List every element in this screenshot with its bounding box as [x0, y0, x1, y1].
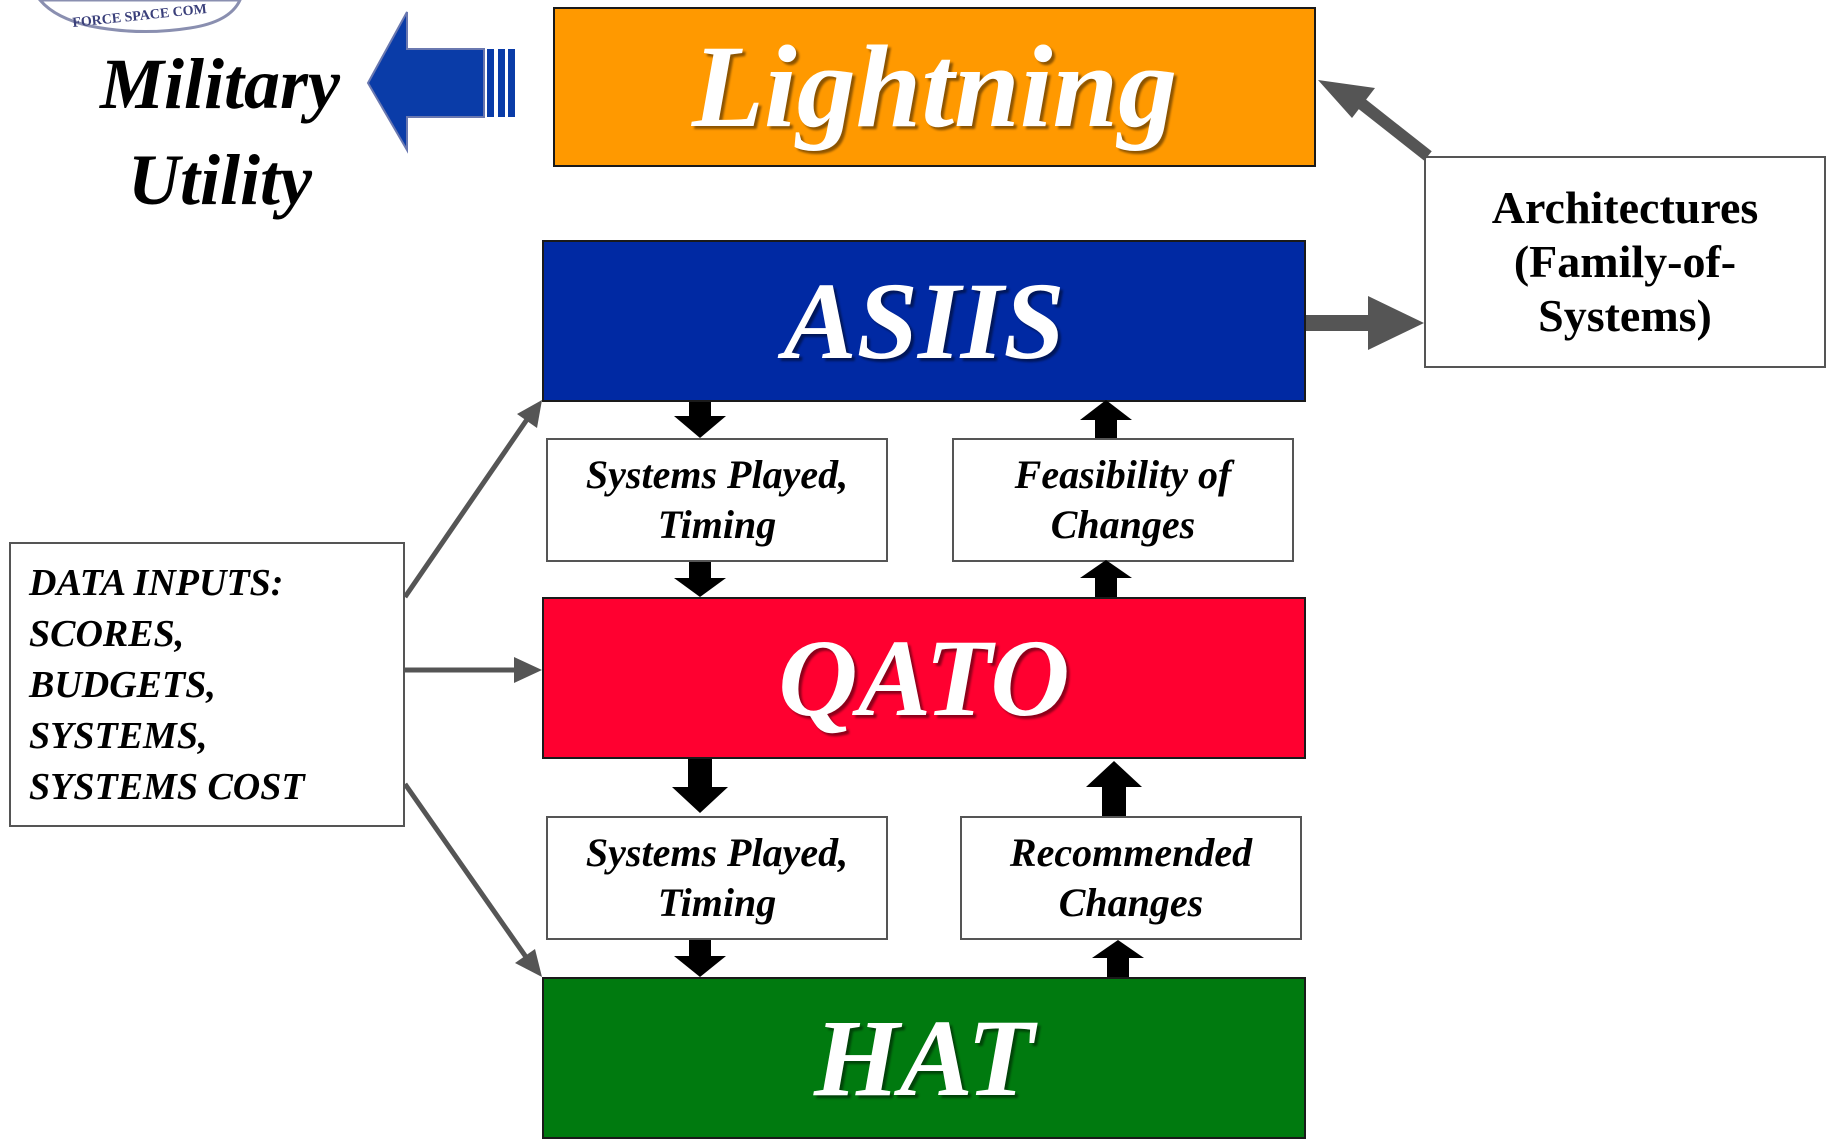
to-qato-up-arrow — [1086, 761, 1142, 816]
space-command-logo: FORCE SPACE COM — [38, 0, 242, 34]
qato-to-asiis-label-box: Feasibility of Changes — [952, 438, 1294, 562]
data-inputs-line-0: DATA INPUTS: — [29, 562, 284, 604]
asiis-to-architectures-arrow — [1306, 296, 1424, 350]
qato-to-hat-label-box: Systems Played, Timing — [546, 816, 888, 940]
architectures-box: Architectures (Family-of- Systems) — [1424, 156, 1826, 368]
military-utility-line2: Utility — [128, 140, 312, 220]
qato-up-arrow — [1080, 560, 1132, 597]
to-hat-down-arrow — [674, 940, 726, 977]
hat-label: HAT — [813, 996, 1035, 1119]
hat-to-qato-label-box: Recommended Changes — [960, 816, 1302, 940]
hat-box: HAT — [542, 977, 1306, 1139]
qato-label: QATO — [778, 616, 1070, 739]
data-inputs-line-4: SYSTEMS COST — [29, 766, 305, 808]
data-inputs-line-3: SYSTEMS, — [29, 715, 208, 757]
asiis-label: ASIIS — [783, 259, 1065, 382]
qato-to-hat-line2: Timing — [657, 880, 777, 925]
military-utility-line1: Military — [99, 44, 340, 124]
architectures-to-lightning-arrow — [1318, 80, 1432, 161]
qato-down-arrow — [672, 759, 728, 813]
lightning-box: Lightning — [553, 7, 1316, 167]
to-asiis-up-arrow — [1080, 400, 1132, 438]
military-utility-arrow — [366, 11, 515, 154]
data-inputs-to-hat-arrow — [402, 782, 542, 977]
data-inputs-line-1: SCORES, — [29, 613, 185, 655]
data-inputs-box: DATA INPUTS: SCORES, BUDGETS, SYSTEMS, S… — [9, 542, 405, 827]
architectures-line1: Architectures — [1491, 182, 1759, 233]
asiis-box: ASIIS — [542, 240, 1306, 402]
data-inputs-to-asiis-arrow — [402, 400, 542, 599]
qato-to-asiis-line2: Changes — [1050, 502, 1196, 547]
asiis-to-qato-label-box: Systems Played, Timing — [546, 438, 888, 562]
data-inputs-line-2: BUDGETS, — [29, 664, 216, 706]
qato-box: QATO — [542, 597, 1306, 759]
qato-to-hat-line1: Systems Played, — [585, 830, 849, 875]
to-qato-down-arrow — [674, 562, 726, 597]
asiis-down-arrow — [674, 402, 726, 438]
architectures-line2: (Family-of- — [1513, 236, 1737, 287]
lightning-label: Lightning — [691, 21, 1178, 152]
hat-to-qato-line2: Changes — [1058, 880, 1204, 925]
hat-to-qato-line1: Recommended — [1009, 830, 1253, 875]
hat-up-arrow — [1092, 940, 1144, 977]
architectures-line3: Systems) — [1538, 290, 1712, 341]
asiis-to-qato-line1: Systems Played, — [585, 452, 849, 497]
military-utility-label: Military Utility — [40, 36, 400, 236]
qato-to-asiis-line1: Feasibility of — [1014, 452, 1232, 497]
data-inputs-to-qato-arrow — [405, 657, 542, 683]
asiis-to-qato-line2: Timing — [657, 502, 777, 547]
